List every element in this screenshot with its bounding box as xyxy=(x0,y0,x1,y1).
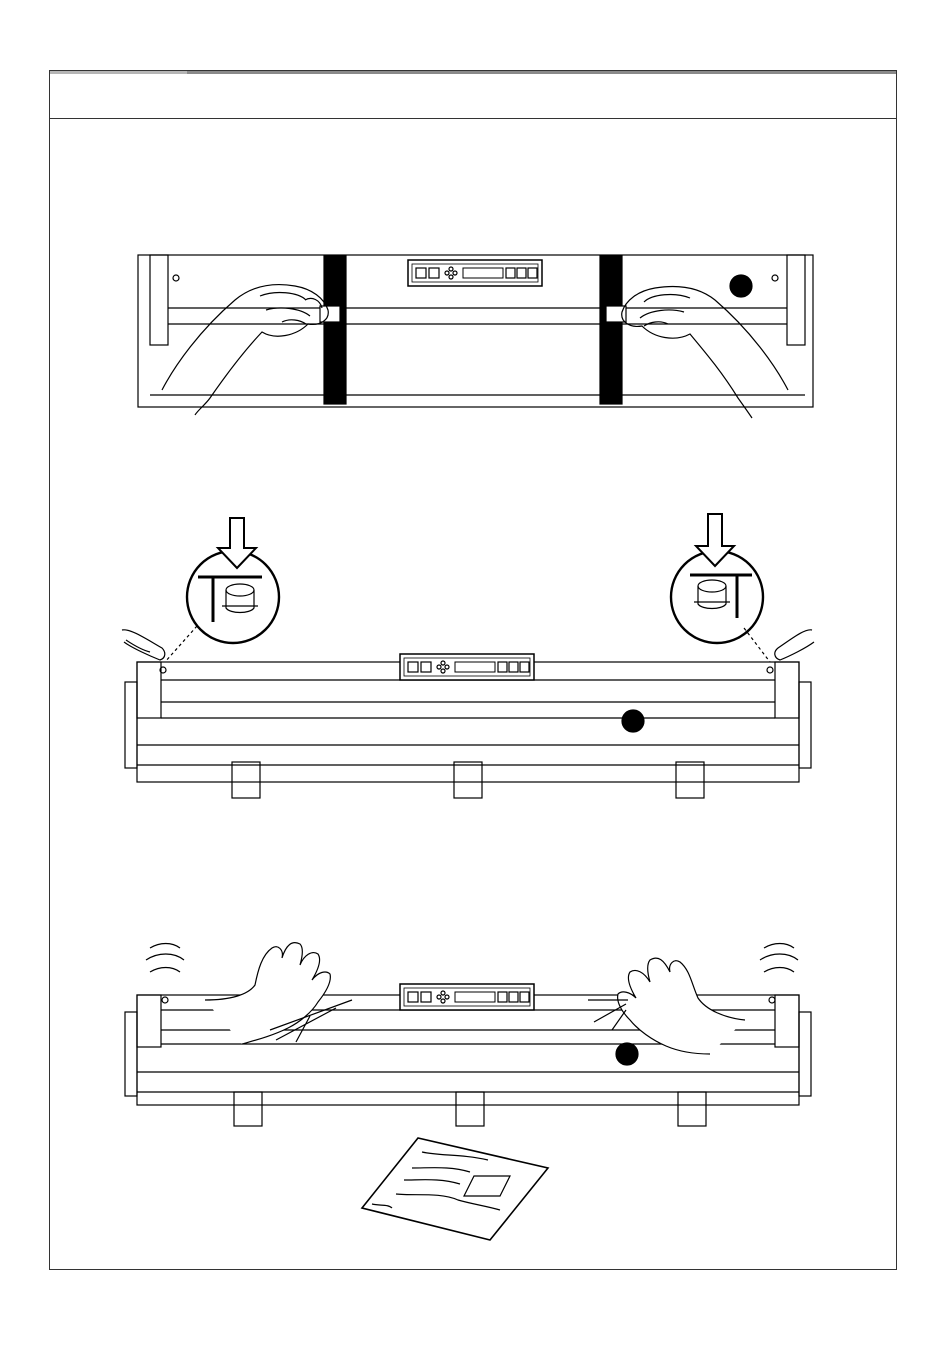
figure-open-cover xyxy=(125,943,811,1240)
transport-tape-right xyxy=(600,256,622,404)
figure-press-buttons xyxy=(122,514,814,798)
hand-icon xyxy=(205,943,330,1044)
finger-icon xyxy=(122,630,165,660)
arrow-down-icon xyxy=(218,518,256,568)
figure-remove-tape xyxy=(138,255,813,418)
transport-tape-left xyxy=(324,256,346,404)
hand-icon xyxy=(622,287,788,419)
callout-marker xyxy=(622,710,644,732)
hand-icon xyxy=(618,958,745,1054)
control-panel-icon xyxy=(408,260,542,286)
callout-marker xyxy=(730,275,752,297)
vibration-icon xyxy=(760,944,798,973)
control-panel-icon xyxy=(400,654,534,680)
callout-marker xyxy=(616,1043,638,1065)
vibration-icon xyxy=(146,944,184,973)
finger-icon xyxy=(775,630,814,660)
document-icon xyxy=(362,1138,548,1240)
control-panel-icon xyxy=(400,984,534,1010)
arrow-down-icon xyxy=(696,514,734,566)
